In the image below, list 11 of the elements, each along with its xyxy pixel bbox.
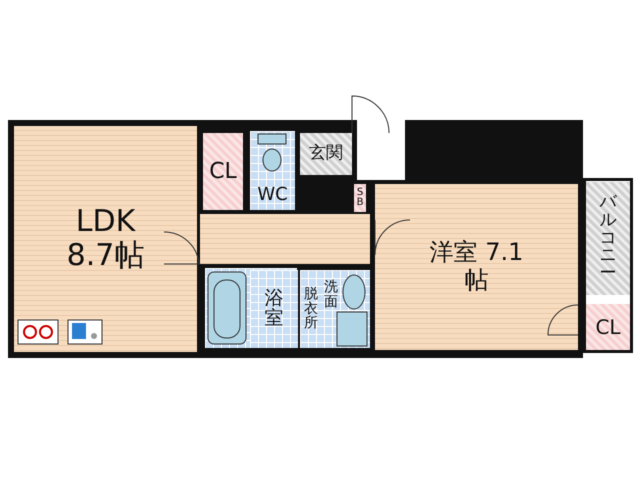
room-label: WC <box>257 185 288 206</box>
room-label: 浴室 <box>264 289 284 329</box>
room-label: 洋室 7.1帖 <box>428 239 524 295</box>
room-label: CL <box>209 158 237 184</box>
room-label: 玄関 <box>309 144 343 164</box>
room-label: LDK 8.7帖 <box>66 204 146 274</box>
room-label: SB <box>356 188 364 208</box>
room-label: 洗面 <box>324 280 338 310</box>
room-label: バルコニー <box>600 194 616 284</box>
room-label: CL <box>595 316 621 338</box>
room-label: 脱衣所 <box>304 286 318 332</box>
